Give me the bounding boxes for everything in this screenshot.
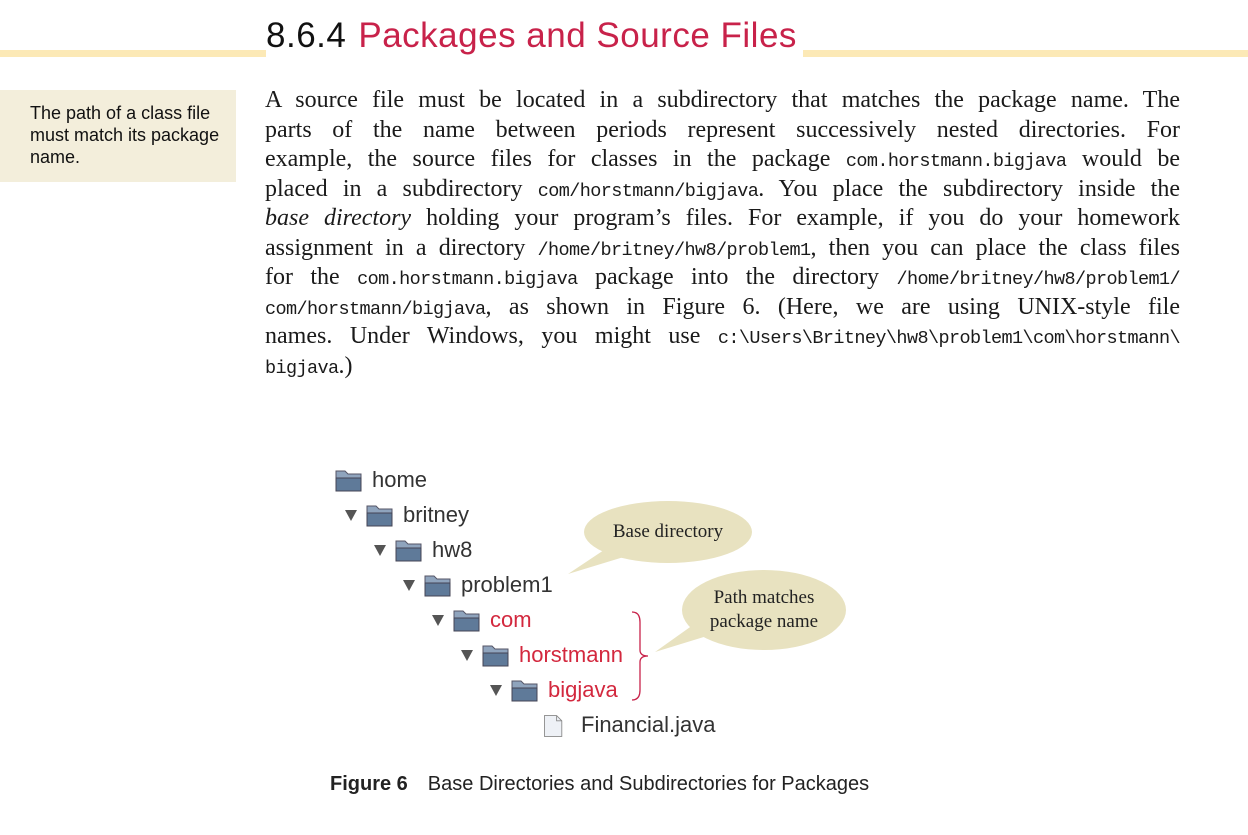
- text-run: A source file must be located in a subdi…: [265, 87, 1180, 113]
- expand-triangle-icon[interactable]: [461, 649, 473, 661]
- tree-item-label: hw8: [432, 537, 473, 562]
- tree-item-label: bigjava: [548, 677, 618, 702]
- emphasis-text: base directory: [265, 205, 412, 231]
- paragraph-line: parts of the name between periods repres…: [265, 116, 1180, 146]
- paragraph-line: placed in a subdirectory com/horstmann/b…: [265, 175, 1180, 205]
- tree-item-label: Financial.java: [581, 712, 716, 737]
- folder-icon: [423, 572, 453, 598]
- folder-icon: [334, 467, 364, 493]
- text-run: .): [338, 352, 353, 379]
- body-paragraph: A source file must be located in a subdi…: [265, 86, 1181, 382]
- folder-icon: [481, 642, 511, 668]
- code-text: com/horstmann/bigjava: [537, 180, 759, 202]
- text-run: example, the source files for classes in…: [265, 146, 846, 172]
- figure-label: Figure 6: [330, 773, 408, 795]
- tree-item-label: britney: [403, 502, 470, 527]
- text-run: placed in a subdirectory: [265, 175, 538, 202]
- expand-triangle-icon[interactable]: [432, 614, 444, 626]
- text-run: , then you can place the class files: [810, 234, 1180, 261]
- tree-item-bigjava[interactable]: bigjava: [490, 674, 618, 706]
- paragraph-line: A source file must be located in a subdi…: [265, 86, 1180, 116]
- paragraph-line: com/horstmann/bigjava, as shown in Figur…: [265, 293, 1180, 323]
- paragraph-line: base directory holding your program’s fi…: [265, 204, 1180, 234]
- margin-note-text: The path of a class file must match its …: [30, 103, 220, 167]
- callout-text: Path matches: [713, 587, 815, 608]
- expand-triangle-icon[interactable]: [345, 509, 357, 521]
- tree-item-britney[interactable]: britney: [345, 499, 469, 531]
- folder-icon: [452, 607, 482, 633]
- tree-item-home[interactable]: home: [334, 464, 427, 496]
- text-run: assignment in a directory: [265, 234, 538, 261]
- folder-icon: [365, 502, 395, 528]
- text-run: package into the directory: [577, 264, 897, 290]
- tree-item-label: problem1: [461, 572, 553, 597]
- code-text: bigjava: [265, 357, 339, 379]
- expand-triangle-icon[interactable]: [374, 544, 386, 556]
- code-text: com.horstmann.bigjava: [357, 269, 578, 290]
- text-run: would be: [1066, 146, 1180, 172]
- section-number: 8.6.4: [266, 16, 347, 55]
- text-run: names. Under Windows, you might use: [265, 323, 718, 349]
- file-icon: [541, 712, 571, 738]
- folder-icon: [394, 537, 424, 563]
- paragraph-line: names. Under Windows, you might use c:\U…: [265, 322, 1181, 352]
- figure-caption: Figure 6 Base Directories and Subdirector…: [330, 773, 869, 796]
- package-brace: [631, 611, 649, 701]
- code-text: /home/britney/hw8/problem1: [537, 239, 811, 261]
- code-text: /home/britney/hw8/problem1/: [896, 269, 1180, 290]
- text-run: . You place the subdirectory inside the: [758, 175, 1180, 202]
- tree-item-hw8[interactable]: hw8: [374, 534, 472, 566]
- text-run: , as shown in Figure 6. (Here, we are us…: [485, 293, 1180, 320]
- paragraph-line: example, the source files for classes in…: [265, 145, 1180, 175]
- tree-item-horstmann[interactable]: horstmann: [461, 639, 623, 671]
- figure-caption-text: Base Directories and Subdirectories for …: [427, 773, 870, 795]
- tree-item-com[interactable]: com: [432, 604, 532, 636]
- callout-base-directory: Base directory: [584, 501, 752, 563]
- tree-item-label: com: [490, 607, 532, 632]
- expand-triangle-icon[interactable]: [490, 684, 502, 696]
- tree-item-label: horstmann: [519, 642, 623, 667]
- tree-item-financial-java[interactable]: Financial.java: [541, 709, 716, 741]
- code-text: com/horstmann/bigjava: [265, 298, 486, 320]
- expand-triangle-icon[interactable]: [403, 579, 415, 591]
- tree-item-problem1[interactable]: problem1: [403, 569, 553, 601]
- paragraph-line: bigjava.): [265, 352, 1180, 382]
- callout-text: Base directory: [612, 521, 724, 542]
- section-title: Packages and Source Files: [358, 16, 797, 55]
- paragraph-line: assignment in a directory /home/britney/…: [265, 234, 1180, 264]
- section-heading: 8.6.4 Packages and Source Files: [266, 14, 803, 58]
- paragraph-line: for the com.horstmann.bigjava package in…: [265, 263, 1181, 293]
- text-run: parts of the name between periods repres…: [265, 116, 1180, 143]
- text-run: for the: [265, 264, 358, 290]
- tree-item-label: home: [372, 467, 428, 492]
- text-run: holding your program’s files. For exampl…: [411, 205, 1180, 231]
- folder-icon: [510, 677, 540, 703]
- margin-note: The path of a class file must match its …: [0, 90, 236, 182]
- code-text: c:\Users\Britney\hw8\problem1\com\horstm…: [717, 328, 1181, 349]
- callout-text: package name: [709, 611, 819, 632]
- code-text: com.horstmann.bigjava: [845, 151, 1067, 172]
- callout-path-matches: Path matches package name: [682, 570, 846, 650]
